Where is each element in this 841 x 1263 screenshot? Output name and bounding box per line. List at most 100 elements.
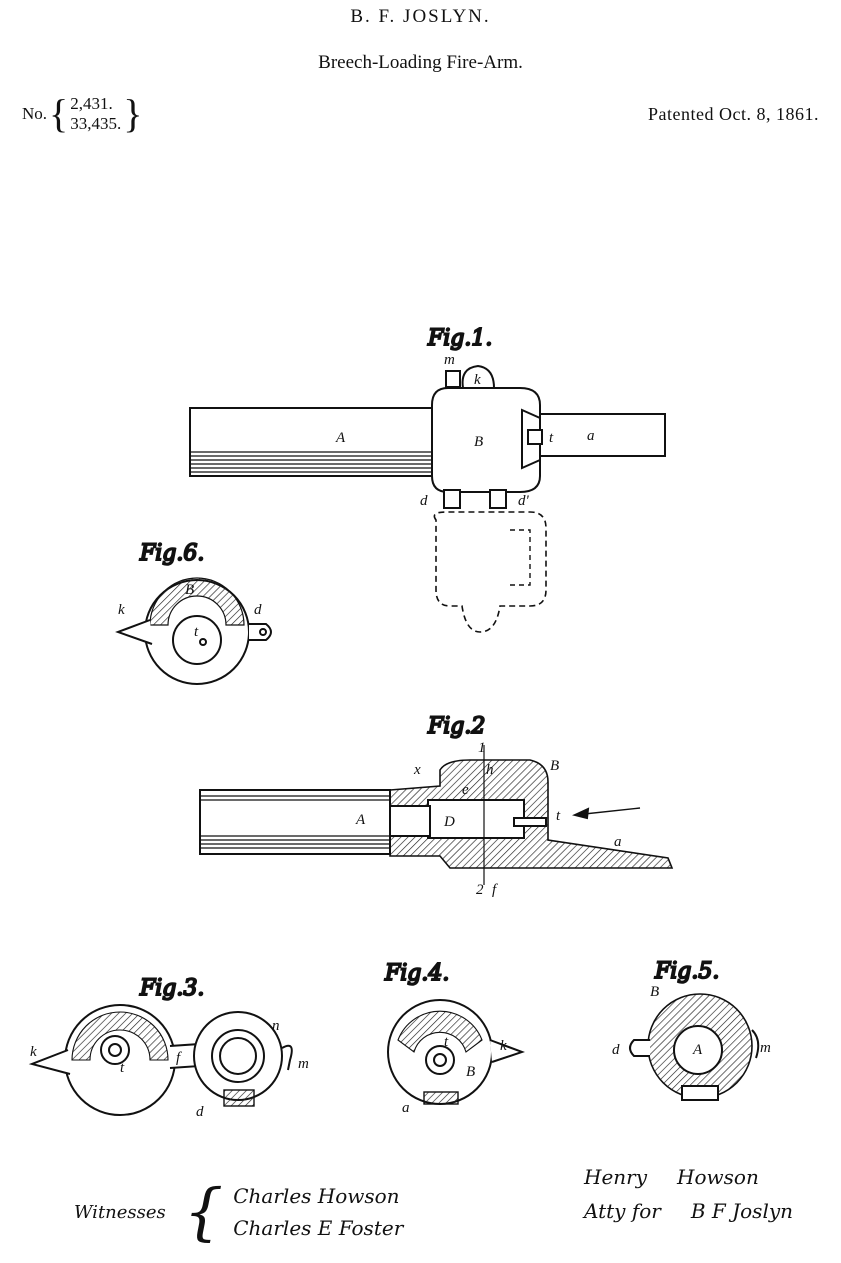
patent-number-1: 2,431.: [70, 94, 113, 113]
fig1-lug-m: [445, 370, 461, 388]
fig5-latch-m: [751, 1029, 760, 1059]
attorney-label: Atty for: [584, 1199, 661, 1223]
fig1-open-detail: [510, 529, 531, 586]
fig6-part-B: B: [185, 582, 194, 598]
fig2-part-h: h: [486, 762, 494, 778]
fig2-arrow-head: [572, 807, 590, 820]
fig1-hinge-d: [443, 489, 461, 509]
fig1-part-d2: d': [518, 493, 530, 509]
fig3-part-t: t: [120, 1060, 125, 1076]
fig5-part-m: m: [760, 1040, 771, 1056]
signature-block: Henry Howson Atty for B F Joslyn: [584, 1160, 793, 1228]
fig4-part-B: B: [466, 1064, 475, 1080]
fig3-label: Fig.3.: [139, 976, 204, 1001]
fig6-part-d: d: [254, 602, 262, 618]
fig6-hatched-band: [149, 577, 245, 626]
witness-names: Charles Howson Charles E Foster: [233, 1180, 403, 1244]
inventor-name: B. F. JOSLYN.: [350, 6, 491, 27]
fig3-left-pin: [108, 1043, 122, 1057]
fig2-part-2: 2: [476, 882, 484, 898]
fig3-left-boss: [100, 1035, 130, 1065]
fig1-part-m: m: [444, 352, 455, 368]
fig5-lug-d: [629, 1039, 650, 1057]
fig1-barrel: [189, 407, 436, 477]
figure-1: Fig.1. A B a t k m d d': [189, 325, 666, 633]
fig3-part-n: n: [272, 1018, 280, 1034]
figure-4: Fig.4. t B k a: [383, 960, 525, 1116]
fig3-spur-k: [28, 1049, 71, 1075]
fig1-pin: [527, 429, 543, 445]
fig4-pin: [433, 1053, 447, 1067]
attorney-last: Howson: [677, 1165, 759, 1189]
fig3-base-d: [223, 1089, 255, 1107]
fig2-barrel-shading: [200, 795, 390, 849]
fig5-part-A: A: [692, 1042, 703, 1058]
witness-1: Charles Howson: [233, 1184, 400, 1208]
fig2-part-t: t: [556, 808, 561, 824]
figure-2: Fig.2 A B D a h e x t 1 2 f: [199, 713, 674, 898]
inventor-sig-row: Atty for B F Joslyn: [584, 1194, 793, 1228]
inventor-signature: B F Joslyn: [690, 1199, 794, 1223]
fig2-part-B: B: [550, 758, 559, 774]
left-brace: {: [49, 91, 69, 136]
patent-number-block: No. { 2,431. 33,435. }: [22, 94, 144, 134]
fig4-part-a: a: [402, 1100, 410, 1116]
fig2-chamber-D: [427, 799, 525, 839]
fig3-part-d: d: [196, 1104, 204, 1120]
fig2-part-x: x: [413, 762, 421, 778]
fig2-part-e: e: [462, 782, 469, 798]
fig2-part-D: D: [443, 814, 455, 830]
fig2-part-1: 1: [478, 740, 486, 756]
patent-title: Breech-Loading Fire-Arm.: [318, 52, 523, 73]
fig2-part-A: A: [355, 812, 366, 828]
fig4-spur: [489, 1039, 525, 1063]
fig5-part-B: B: [650, 984, 659, 1000]
fig6-lug-hole: [259, 628, 267, 636]
fig4-part-k: k: [500, 1038, 507, 1054]
figure-6: Fig.6. B k d t: [115, 540, 272, 685]
fig3-right-bore: [219, 1037, 257, 1075]
fig1-stock: [534, 413, 666, 457]
figure-3: Fig.3. k t f n m d: [28, 975, 309, 1120]
witness-2: Charles E Foster: [233, 1216, 404, 1240]
right-brace: }: [123, 91, 143, 136]
fig1-part-d: d: [420, 493, 428, 509]
fig1-part-t: t: [549, 430, 554, 446]
fig6-bore: [172, 615, 222, 665]
fig6-pin: [199, 638, 207, 646]
fig1-part-a: a: [587, 428, 595, 444]
fig3-part-m: m: [298, 1056, 309, 1072]
fig5-label: Fig.5.: [654, 959, 719, 984]
fig4-base: [423, 1091, 459, 1105]
fig1-open-position: [433, 511, 547, 633]
patent-numbers: 2,431. 33,435.: [70, 94, 121, 134]
patent-date: Patented Oct. 8, 1861.: [648, 104, 819, 124]
witnesses-label: Witnesses: [74, 1201, 166, 1223]
fig3-part-k: k: [30, 1044, 37, 1060]
fig4-label: Fig.4.: [384, 961, 449, 986]
attorney-name-row: Henry Howson: [584, 1160, 793, 1194]
fig3-latch-m: [281, 1044, 293, 1071]
fig1-part-A: A: [335, 430, 346, 446]
number-prefix: No.: [22, 104, 48, 123]
witness-brace: {: [183, 1175, 224, 1248]
witnesses-block: Witnesses { Charles Howson Charles E Fos…: [74, 1180, 403, 1244]
fig1-knob: [461, 364, 496, 389]
fig2-breech-section: [389, 759, 674, 869]
fig1-label: Fig.1.: [427, 326, 492, 351]
fig1-hinge-d2: [489, 489, 507, 509]
fig4-boss: [425, 1045, 455, 1075]
attorney-first: Henry: [584, 1165, 648, 1189]
fig1-barrel-shading: [190, 451, 435, 473]
fig1-breech-face: [521, 408, 541, 470]
fig5-base: [681, 1085, 719, 1101]
fig5-bore-A: [673, 1025, 723, 1075]
fig2-barrel: [199, 789, 391, 855]
fig2-part-a: a: [614, 834, 622, 850]
fig6-spur-k: [115, 619, 153, 645]
fig4-part-t: t: [444, 1034, 449, 1050]
fig4-hatched-band: [397, 1010, 483, 1053]
fig2-bore: [389, 805, 431, 837]
fig2-firing-pin: [513, 817, 547, 827]
fig3-left-hatched: [71, 1011, 169, 1061]
